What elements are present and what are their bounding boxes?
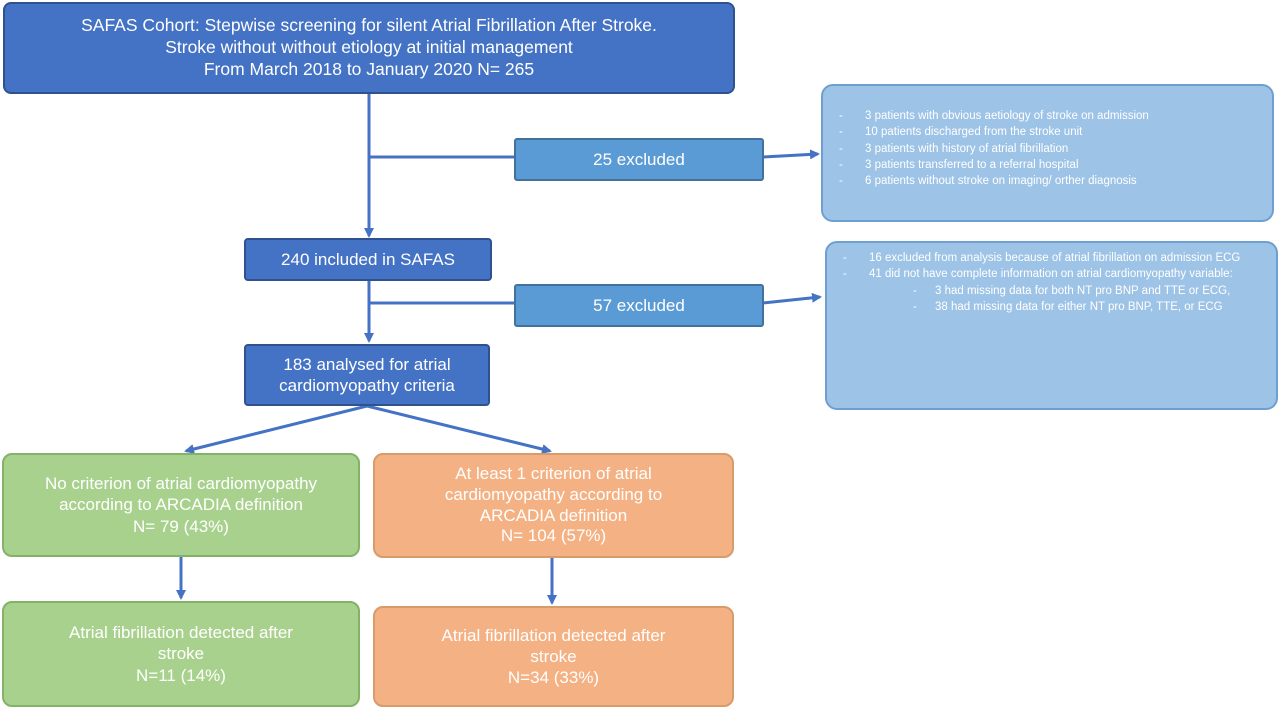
af-right-line: stroke xyxy=(530,646,577,666)
cohort-box: SAFAS Cohort: Stepwise screening for sil… xyxy=(3,2,735,94)
analysed-line: cardiomyopathy criteria xyxy=(279,376,455,395)
arrow-analysed-to-no-criterion xyxy=(184,404,368,454)
arrow-excluded-1-to-details xyxy=(762,149,820,160)
excluded-1-detail: 6 patients without stroke on imaging/ or… xyxy=(831,173,1264,190)
criterion-box: At least 1 criterion of atrial cardiomyo… xyxy=(373,453,734,558)
af-left-line: stroke xyxy=(157,644,205,664)
arrow-analysed-to-criterion xyxy=(366,404,552,454)
af-detected-left-box: Atrial fibrillation detected after strok… xyxy=(2,601,360,707)
excluded-1-detail: 3 patients transferred to a referral hos… xyxy=(831,157,1264,174)
excluded-details-2: 16 excluded from analysis because of atr… xyxy=(825,241,1278,410)
cohort-subtitle: Stroke without without etiology at initi… xyxy=(165,37,573,58)
excluded-1-detail: 3 patients with obvious aetiology of str… xyxy=(831,108,1264,125)
no-criterion-box: No criterion of atrial cardiomyopathy ac… xyxy=(2,453,360,557)
excluded-1-detail: 3 patients with history of atrial fibril… xyxy=(831,141,1264,158)
excluded-2-label: 57 excluded xyxy=(593,295,685,315)
af-left-line: Atrial fibrillation detected after xyxy=(69,623,293,643)
excluded-2-detail: 16 excluded from analysis because of atr… xyxy=(835,250,1268,267)
included-label: 240 included in SAFAS xyxy=(281,249,455,269)
cohort-period: From March 2018 to January 2020 N= 265 xyxy=(203,58,535,79)
arrow-excluded-2-to-details xyxy=(762,292,822,305)
af-right-line: Atrial fibrillation detected after xyxy=(441,625,666,645)
analysed-line: 183 analysed for atrial xyxy=(283,354,451,374)
criterion-line: cardiomyopathy according to xyxy=(444,484,663,504)
cohort-title: SAFAS Cohort: Stepwise screening for sil… xyxy=(81,15,657,36)
excluded-details-1: 3 patients with obvious aetiology of str… xyxy=(821,84,1274,222)
excluded-1-label: 25 excluded xyxy=(593,149,685,169)
af-right-count: N=34 (33%) xyxy=(507,668,600,688)
no-criterion-line: No criterion of atrial cardiomyopathy xyxy=(44,474,318,494)
excluded-1-detail: 10 patients discharged from the stroke u… xyxy=(831,124,1264,141)
excluded-box-2: 57 excluded xyxy=(514,284,764,327)
excluded-2-subdetail: 3 had missing data for both NT pro BNP a… xyxy=(835,283,1268,300)
excluded-box-1: 25 excluded xyxy=(514,138,764,181)
criterion-line: ARCADIA definition xyxy=(479,505,628,525)
af-detected-right-box: Atrial fibrillation detected after strok… xyxy=(373,606,734,707)
excluded-2-subdetail: 38 had missing data for either NT pro BN… xyxy=(835,299,1268,316)
criterion-line: At least 1 criterion of atrial xyxy=(455,464,652,484)
criterion-count: N= 104 (57%) xyxy=(500,526,607,546)
no-criterion-count: N= 79 (43%) xyxy=(133,516,229,536)
excluded-1-detail-list: 3 patients with obvious aetiology of str… xyxy=(831,108,1264,190)
included-box: 240 included in SAFAS xyxy=(244,238,492,281)
analysed-box: 183 analysed for atrial cardiomyopathy c… xyxy=(244,344,490,406)
excluded-2-detail-list: 16 excluded from analysis because of atr… xyxy=(835,250,1268,316)
excluded-2-detail: 41 did not have complete information on … xyxy=(835,266,1268,283)
af-left-count: N=11 (14%) xyxy=(136,665,226,685)
no-criterion-line: according to ARCADIA definition xyxy=(59,495,303,515)
